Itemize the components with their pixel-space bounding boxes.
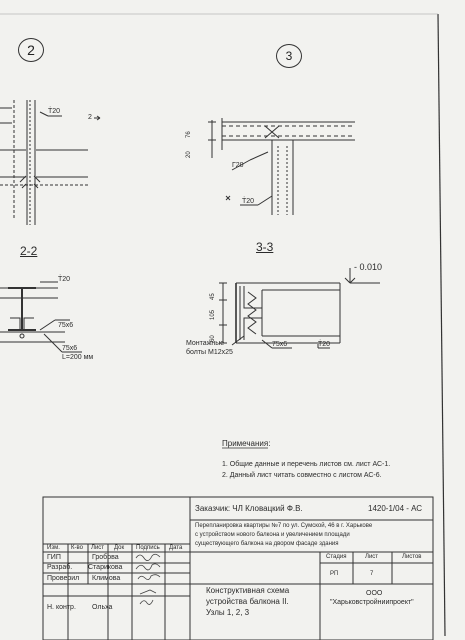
tb-role-nkontr: Н. контр.: [47, 604, 76, 611]
tb-sheet-value: 7: [370, 571, 374, 577]
tb-sheets-header: Листов: [402, 554, 422, 560]
s33-dim-105: 105: [210, 309, 216, 320]
s22-angle2-label: 75x6: [62, 345, 78, 352]
section-3-3-title: 3-3: [256, 240, 274, 254]
tb-col-izm: Изм.: [47, 545, 60, 551]
node2-drawing: [0, 100, 101, 225]
s22-t20-label: Ṫ20: [58, 276, 71, 283]
frame-right: [437, 13, 446, 637]
tb-name-proveril: Климова: [92, 575, 121, 582]
signatures: [135, 553, 161, 605]
tb-col-date: Дата: [169, 545, 183, 551]
notes-title: Примечания:: [222, 439, 271, 448]
section22-drawing: [0, 281, 82, 353]
tb-col-kvo: К-во: [71, 545, 83, 551]
section-2-2-title: 2-2: [20, 244, 38, 258]
tb-col-sign: Подпись: [136, 545, 160, 551]
n3-dim-76: 76: [186, 131, 192, 138]
tb-name-razrab: Старикова: [88, 564, 123, 571]
node3-callout: 3: [276, 44, 302, 68]
tb-role-razrab: Разраб.: [47, 564, 73, 571]
note-item-1: 1. Общие данные и перечень листов см. ли…: [222, 461, 391, 468]
tb-org-line1: ООО: [366, 590, 383, 597]
tb-org-line2: "Харьковстройниипроект": [330, 599, 414, 606]
n2-plate-label: Ṫ20: [48, 108, 61, 115]
tb-name-gip: Гробова: [92, 554, 119, 561]
tb-doc-code: 1420-1/04 - АС: [368, 504, 423, 513]
n3-t20-label: Ṫ20: [242, 198, 255, 205]
section33-drawing: [219, 268, 380, 349]
node3-drawing: [208, 118, 355, 215]
tb-sheet-title-1: Конструктивная схема: [206, 586, 290, 595]
s33-bolts-label-2: болты М12х25: [186, 349, 233, 356]
s33-level-label: - 0.010: [354, 262, 383, 272]
node2-callout: 2: [18, 38, 44, 62]
tb-customer: Заказчик: ЧЛ Кловацкий Ф.В.: [195, 504, 303, 513]
tb-name-nkontr: Ольха: [92, 604, 113, 611]
tb-stage-header: Стадия: [326, 554, 347, 560]
s33-t20-label: Ṫ20: [318, 341, 331, 348]
tb-description-3: существующего балкона на двором фасаде з…: [195, 541, 339, 547]
s33-angle-label: 75x6: [272, 341, 288, 348]
n2-mark-label: 2: [88, 114, 92, 121]
tb-col-list: Лист: [91, 545, 105, 551]
tb-sheet-header: Лист: [365, 554, 379, 560]
tb-stage-value: РП: [330, 571, 339, 577]
tb-role-proveril: Проверил: [47, 575, 80, 582]
n3-dim-20: 20: [186, 151, 192, 158]
n3-g20-label: Г20: [232, 162, 244, 169]
note-item-2: 2. Данный лист читать совместно с листом…: [222, 472, 382, 479]
title-block-lines: [42, 496, 434, 640]
tb-role-gip: ГИП: [47, 554, 61, 561]
tb-sheet-title-2: устройства балкона II.: [206, 597, 289, 606]
tb-sheet-title-3: Узлы 1, 2, 3: [206, 608, 250, 617]
tb-description-2: с устройством нового балкона и увеличени…: [195, 532, 350, 538]
s22-angle-label: 75x6: [58, 322, 74, 329]
tb-description-1: Перепланировка квартиры №7 по ул. Сумско…: [195, 523, 373, 529]
s33-bolts-label-1: Монтажные: [186, 340, 225, 347]
s22-length-label: L=200 мм: [62, 354, 94, 361]
s33-dim-45: 45: [210, 293, 216, 300]
tb-col-dok: Док: [114, 545, 125, 551]
